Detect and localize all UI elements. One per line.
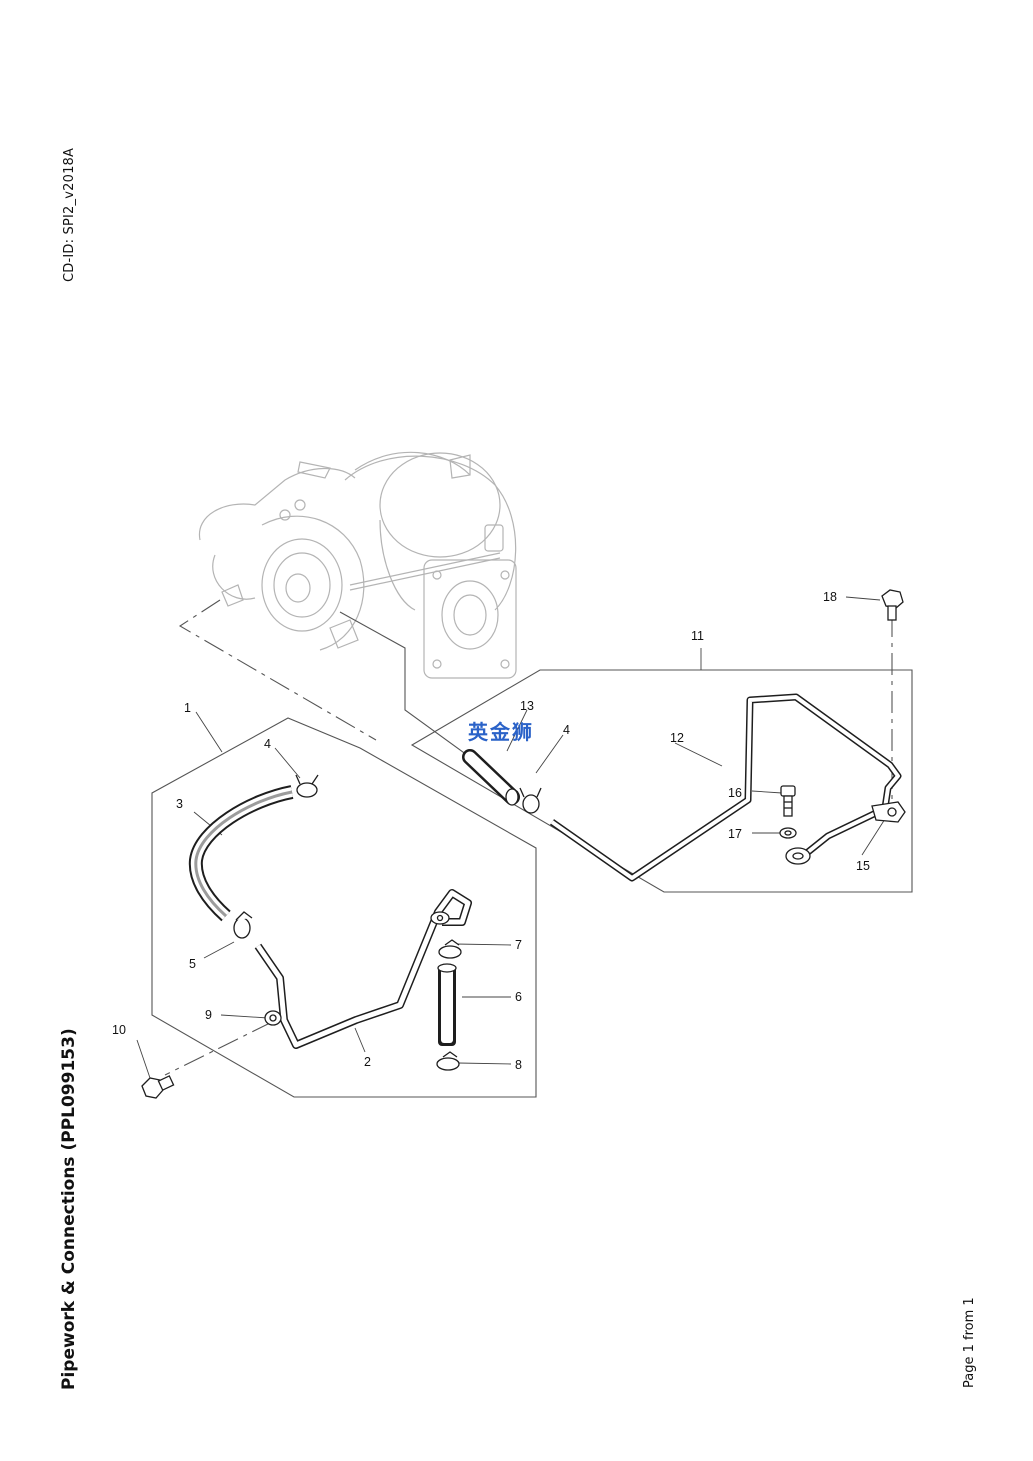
callout-17: 17 (728, 827, 742, 841)
callout-4-left: 4 (264, 737, 271, 751)
callout-numbers: 1 2 3 4 4 5 6 7 8 9 10 11 12 13 15 16 17… (112, 590, 870, 1072)
watermark: 英金狮 (468, 720, 534, 744)
callout-18: 18 (823, 590, 837, 604)
washer-part-17 (779, 827, 797, 839)
leader-lines (136, 596, 886, 1079)
bracket-part-15 (785, 801, 906, 865)
clip-part-4-right (519, 787, 542, 814)
callout-8: 8 (515, 1058, 522, 1072)
callout-12: 12 (670, 731, 684, 745)
callout-13: 13 (520, 699, 534, 713)
callout-5: 5 (189, 957, 196, 971)
callout-4-right: 4 (563, 723, 570, 737)
pipe-fittings (264, 911, 450, 1026)
callout-9: 9 (205, 1008, 212, 1022)
callout-1: 1 (184, 701, 191, 715)
callout-6: 6 (515, 990, 522, 1004)
turbocharger-drawing (198, 451, 517, 679)
bolt-part-16 (780, 785, 796, 817)
bolt-part-10 (141, 1075, 175, 1099)
clip-part-8 (436, 1051, 460, 1071)
callout-15: 15 (856, 859, 870, 873)
callout-7: 7 (515, 938, 522, 952)
hose-part-13 (462, 749, 520, 806)
clip-part-4 (295, 774, 319, 798)
callout-3: 3 (176, 797, 183, 811)
hose-part-6 (437, 963, 457, 1046)
bolt-part-18 (881, 589, 904, 621)
callout-16: 16 (728, 786, 742, 800)
pipe-part-12 (549, 693, 902, 882)
callout-10: 10 (112, 1023, 126, 1037)
clip-part-7 (438, 939, 462, 959)
callout-2: 2 (364, 1055, 371, 1069)
clip-part-5 (233, 911, 253, 939)
callout-11: 11 (691, 629, 704, 643)
